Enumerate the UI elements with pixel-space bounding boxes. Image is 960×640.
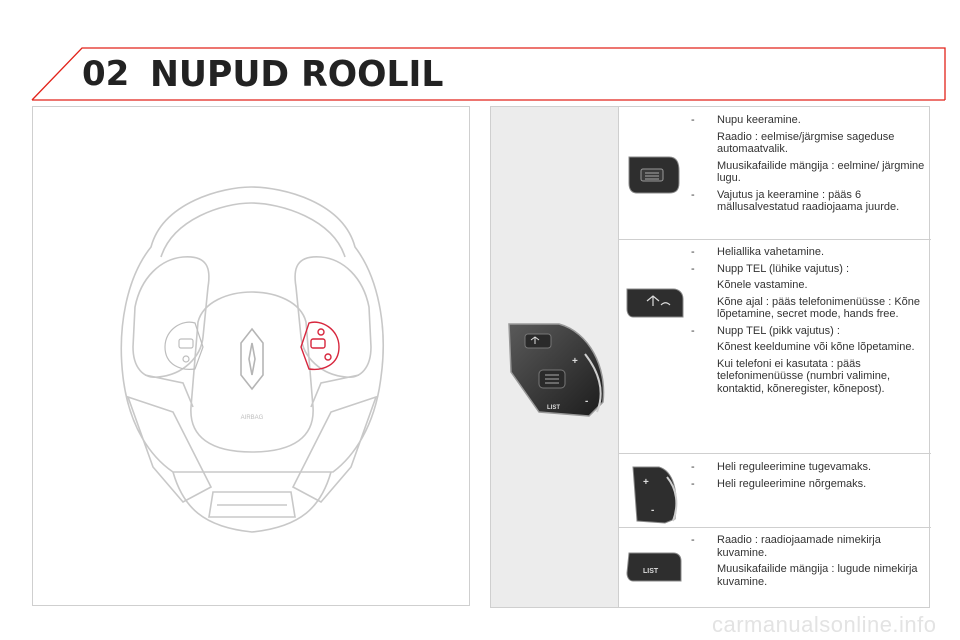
svg-text:LIST: LIST (643, 568, 659, 575)
list-item: Kõne ajal : pääs telefonimenüüsse : Kõne… (717, 295, 921, 321)
airbag-label: AIRBAG (241, 415, 264, 421)
thumb-list-button: LIST (619, 549, 691, 587)
switch-overview-column: + - LIST (491, 107, 619, 607)
steering-wheel-panel: AIRBAG (32, 106, 470, 606)
svg-text:LIST: LIST (547, 405, 560, 411)
steering-switch-pad-icon: + - LIST (508, 323, 605, 417)
list-item: -Heli reguleerimine nõrgemaks. (691, 477, 867, 490)
thumb-rotary-wheel (619, 149, 691, 199)
list-button-icon: LIST (626, 552, 682, 582)
source-tel-icon (626, 288, 684, 318)
list-item: Muusikafailide mängija : lugude nimekirj… (717, 563, 918, 588)
list-item: Kui telefoni ei kasutata : pääs telefoni… (717, 357, 891, 395)
row-divider (619, 239, 931, 240)
page-header: 02 NUPUD ROOLIL (0, 0, 960, 104)
watermark: carmanualsonline.info (712, 612, 937, 637)
thumbnail-column: + - LIST (619, 107, 691, 607)
row-divider (619, 453, 931, 454)
description-column: -Nupu keeramine. Raadio : eelmise/järgmi… (691, 107, 931, 607)
row-volume-text: -Heli reguleerimine tugevamaks. -Heli re… (691, 461, 931, 494)
row-source-tel-text: -Heliallika vahetamine. -Nupp TEL (lühik… (691, 246, 931, 399)
list-item: Raadio : eelmise/järgmise sageduse autom… (717, 130, 895, 156)
page-title: NUPUD ROOLIL (150, 54, 444, 95)
list-item: -Nupp TEL (lühike vajutus) : (691, 262, 850, 275)
list-item: -Heliallika vahetamine. (691, 246, 824, 258)
svg-text:+: + (643, 477, 649, 488)
svg-text:+: + (572, 356, 578, 367)
row-divider (619, 527, 931, 528)
thumb-volume-rocker: + - (619, 461, 691, 527)
thumb-source-button (619, 283, 691, 323)
list-item: -Nupp TEL (pikk vajutus) : (691, 324, 840, 337)
list-item: Kõnele vastamine. (717, 279, 808, 291)
volume-rocker-icon: + - (632, 466, 678, 524)
row-list-text: -Raadio : raadiojaamade nimekirja kuvami… (691, 534, 931, 592)
svg-text:-: - (651, 505, 654, 516)
list-item: -Heli reguleerimine tugevamaks. (691, 461, 872, 473)
list-item: Muusikafailide mängija : eelmine/ järgmi… (717, 159, 925, 185)
rotary-wheel-icon (628, 156, 680, 194)
steering-wheel-illustration: AIRBAG (120, 186, 384, 533)
list-item: Kõnest keeldumine või kõne lõpetamine. (717, 341, 915, 353)
row-rotary-text: -Nupu keeramine. Raadio : eelmise/järgmi… (691, 114, 931, 218)
svg-text:-: - (585, 396, 588, 407)
list-item: -Vajutus ja keeramine : pääs 6 mällusalv… (691, 188, 900, 214)
header-frame (31, 47, 946, 101)
chapter-number: 02 (82, 54, 130, 94)
list-item: -Nupu keeramine. (691, 114, 801, 126)
controls-table: + - LIST + - (490, 106, 931, 608)
list-item: -Raadio : raadiojaamade nimekirja kuvami… (691, 534, 881, 559)
